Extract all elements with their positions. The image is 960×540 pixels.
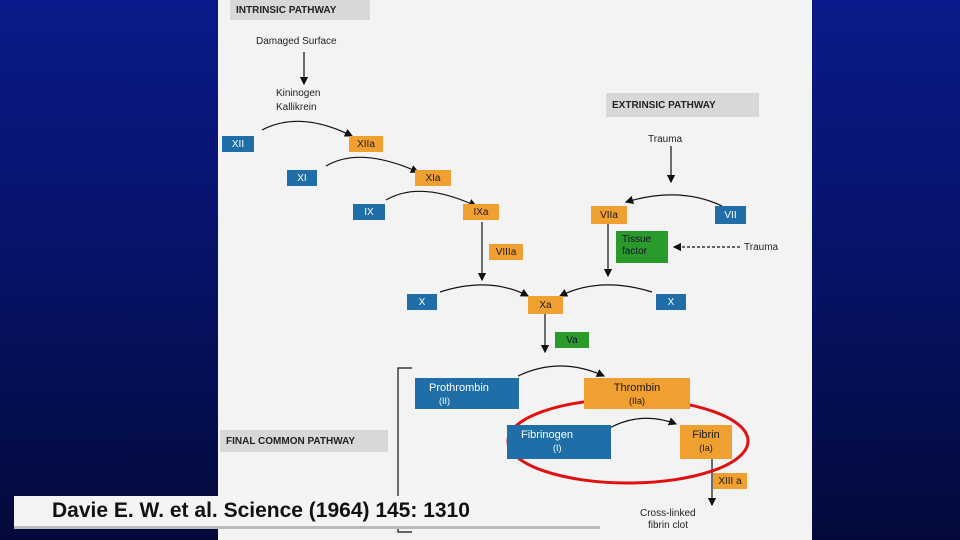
factor-tissue-factor: Tissue factor (616, 231, 668, 263)
prothrombin-label: Prothrombin (429, 382, 489, 394)
factor-x-left: X (407, 294, 437, 310)
factor-xi: XI (287, 170, 317, 186)
label-kallikrein: Kallikrein (276, 102, 317, 113)
arc-fibrinogen-to-fibrin (605, 417, 678, 431)
arc-vii-to-viia (624, 194, 723, 207)
fibrin-roman: (Ia) (699, 443, 713, 453)
fibrinogen-roman: (I) (553, 443, 562, 453)
factor-vii: VII (715, 206, 746, 224)
tissue-factor-line-1: Tissue (622, 234, 652, 245)
label-kininogen: Kininogen (276, 88, 321, 99)
factor-xa: Xa (528, 296, 563, 314)
factor-viia: VIIa (591, 206, 627, 224)
factor-thrombin: Thrombin (IIa) (584, 378, 690, 409)
label-fibrin-clot: fibrin clot (648, 520, 689, 531)
factor-fibrin: Fibrin (Ia) (680, 425, 732, 459)
fibrinogen-label: Fibrinogen (521, 429, 573, 441)
factor-xiiia: XIII a (713, 473, 747, 489)
label-damaged-surface: Damaged Surface (256, 36, 337, 47)
label-trauma-side: Trauma (744, 242, 779, 253)
fibrin-label: Fibrin (692, 429, 720, 441)
factor-ixa: IXa (463, 204, 499, 220)
arc-prothrombin-to-thrombin (517, 365, 606, 377)
factor-ix: IX (353, 204, 385, 220)
factor-viiia: VIIIa (489, 244, 523, 260)
factor-xiia: XIIa (349, 136, 383, 152)
final-common-bracket (397, 367, 412, 533)
header-final-common-pathway: FINAL COMMON PATHWAY (220, 430, 388, 452)
tissue-factor-line-2: factor (622, 246, 648, 257)
factor-x-right: X (656, 294, 686, 310)
factor-va: Va (555, 332, 589, 348)
label-crosslinked: Cross-linked (640, 508, 696, 519)
factor-fibrinogen: Fibrinogen (I) (507, 425, 611, 459)
factor-xia: XIa (415, 170, 451, 186)
factor-xii: XII (222, 136, 254, 152)
arc-x-right-to-xa (558, 284, 653, 297)
arc-xii-to-xiia (261, 120, 354, 137)
prothrombin-roman: (II) (439, 396, 450, 406)
arrow-lines (261, 52, 740, 533)
header-extrinsic-pathway: EXTRINSIC PATHWAY (606, 93, 759, 117)
arc-ix-to-ixa (385, 190, 478, 207)
thrombin-label: Thrombin (613, 382, 661, 394)
label-trauma-top: Trauma (648, 134, 683, 145)
arc-xi-to-xia (325, 156, 420, 173)
header-intrinsic-pathway: INTRINSIC PATHWAY (230, 0, 370, 20)
factor-prothrombin: Prothrombin (II) (415, 378, 519, 409)
thrombin-roman: (IIa) (628, 396, 645, 406)
citation-banner: Davie E. W. et al. Science (1964) 145: 1… (14, 496, 600, 529)
arc-x-left-to-xa (439, 284, 530, 297)
